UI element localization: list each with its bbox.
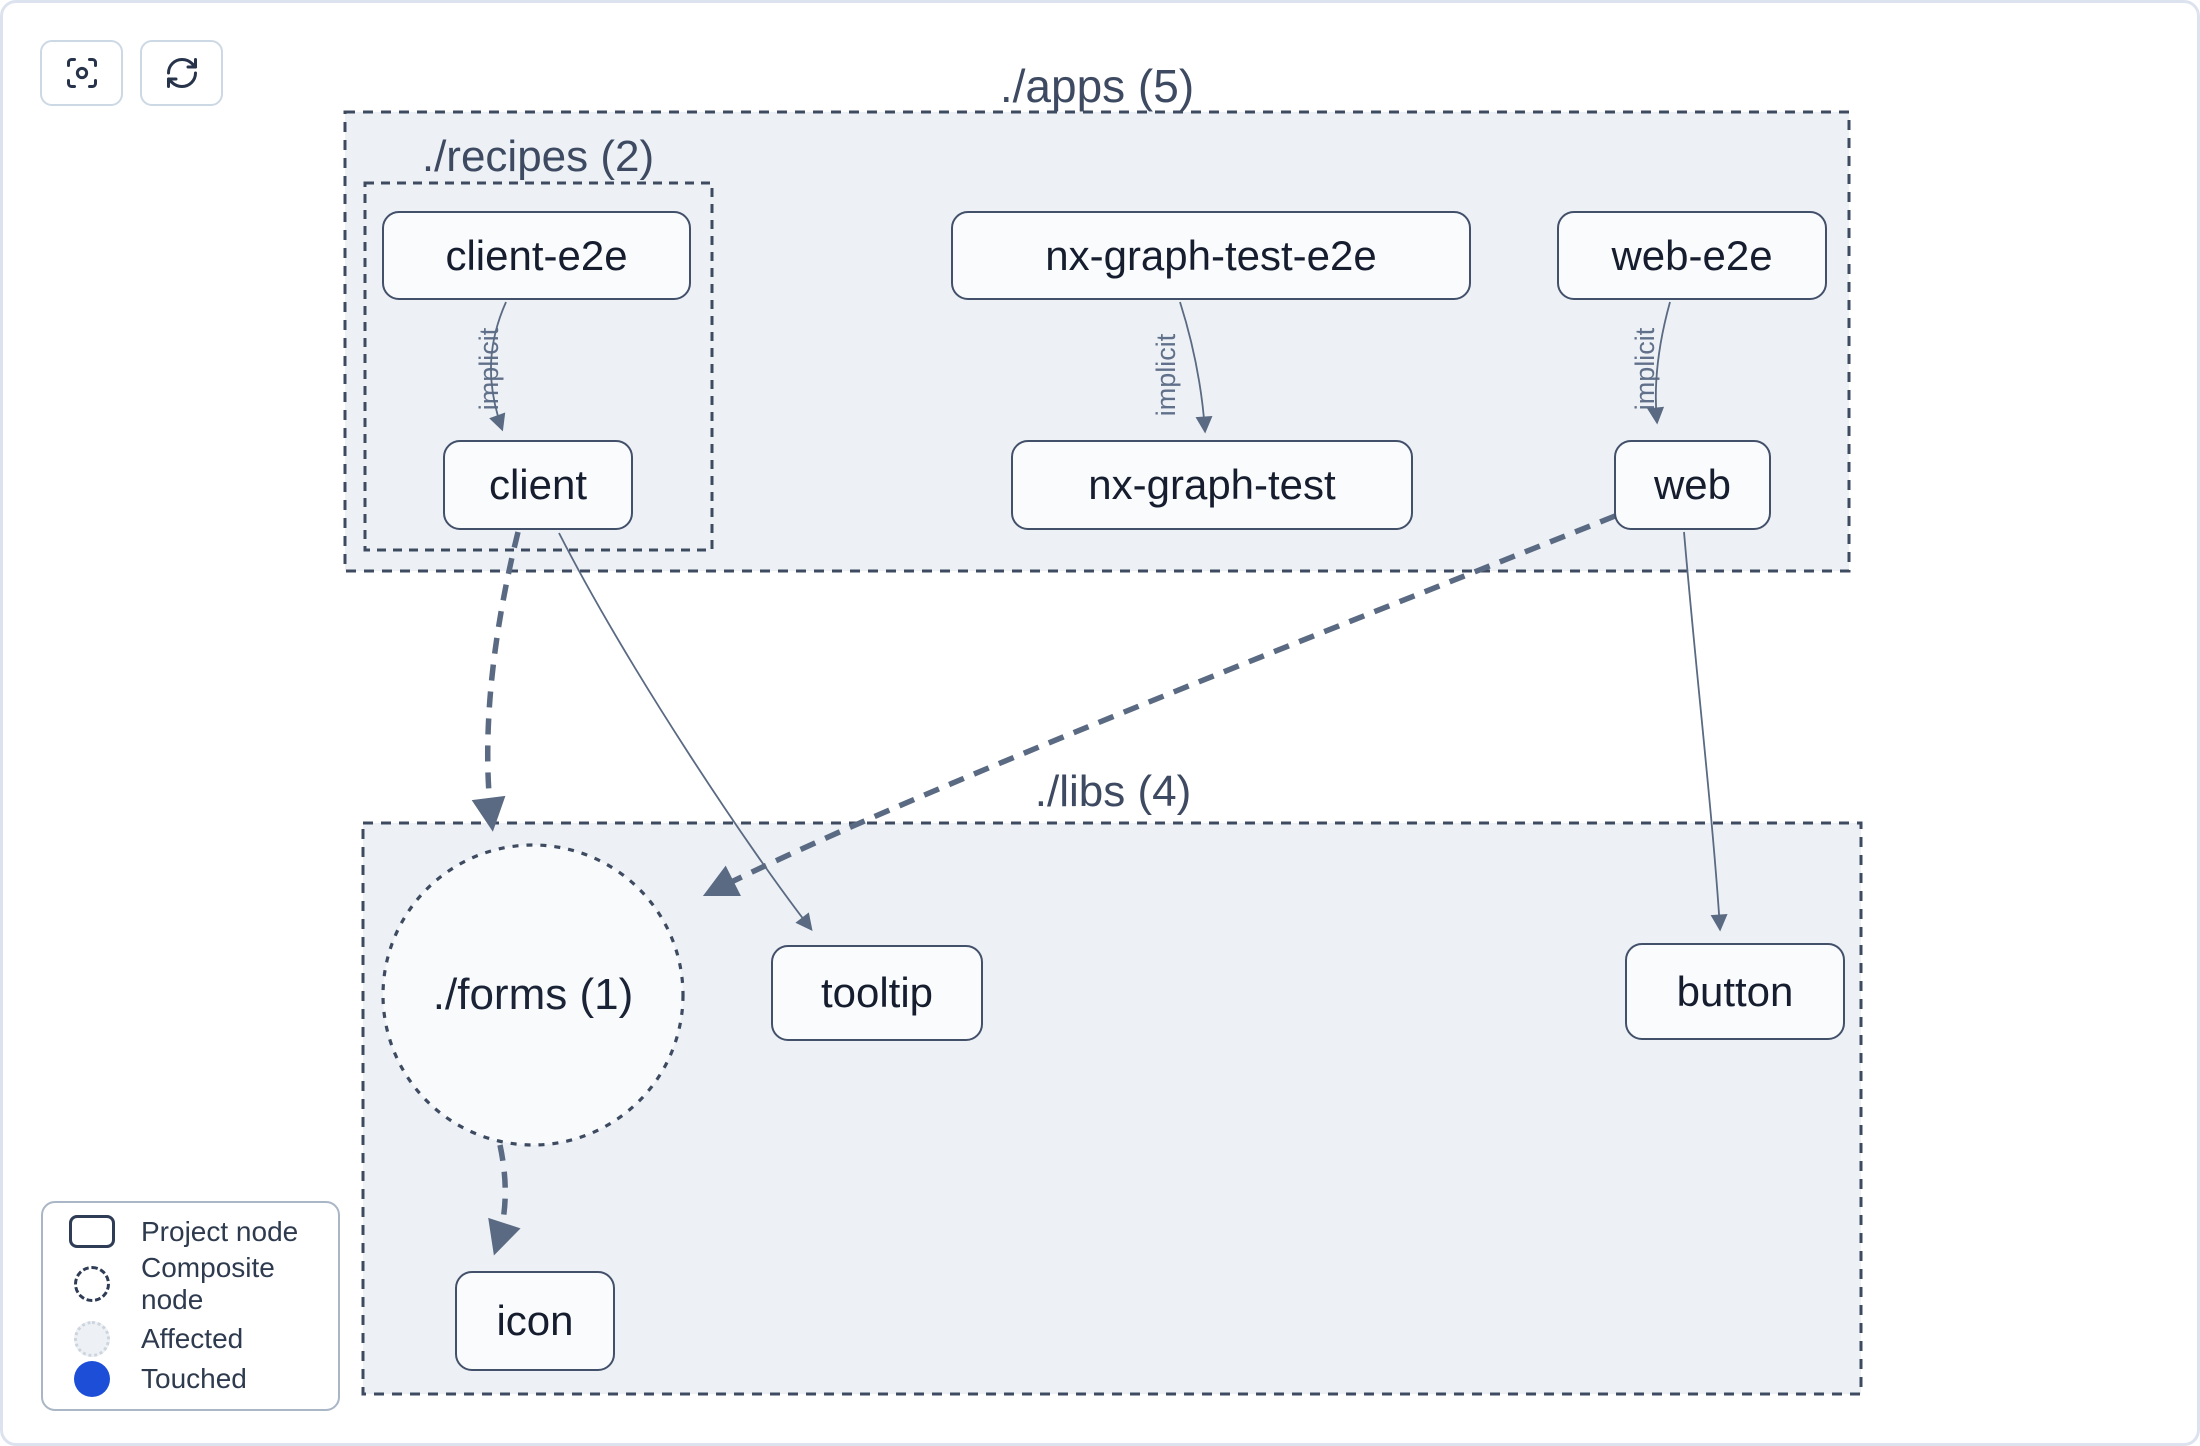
edge-web-e2e-to-web[interactable] (1647, 301, 1671, 425)
graph-toolbar (40, 40, 223, 106)
project-node-tooltip[interactable]: tooltip (771, 945, 983, 1041)
composite-node-forms[interactable] (381, 843, 685, 1147)
legend-label: Composite node (141, 1252, 275, 1316)
legend-item-affected: Affected (43, 1320, 338, 1357)
legend-item-project-node: Project node (43, 1215, 338, 1249)
group-label-recipes[interactable]: ./recipes (2) (421, 132, 655, 181)
legend-item-touched: Touched (43, 1360, 338, 1397)
group-label-apps[interactable]: ./apps (5) (999, 60, 1195, 112)
project-node-swatch (69, 1215, 115, 1249)
edge-forms-to-icon[interactable] (488, 1144, 521, 1256)
node-label: icon (496, 1297, 574, 1344)
node-label: button (1676, 967, 1794, 1015)
node-label: client (488, 461, 588, 508)
edge-client-to-forms[interactable] (471, 531, 521, 832)
affected-swatch (74, 1320, 110, 1357)
legend: Project node Composite node Affected Tou… (41, 1201, 340, 1411)
project-node-client[interactable]: client (443, 440, 633, 530)
legend-label: Affected (141, 1322, 244, 1354)
project-node-web[interactable]: web (1614, 440, 1771, 530)
edge-nx-graph-test-e2e-to-nx-graph-test[interactable] (1179, 301, 1213, 434)
legend-label: Touched (141, 1362, 247, 1394)
edge-client-to-tooltip[interactable] (558, 532, 813, 932)
edge-web-to-button[interactable] (1683, 531, 1728, 932)
refresh-icon (166, 58, 197, 88)
group-label-forms[interactable]: ./forms (1) (432, 970, 634, 1019)
project-node-web-e2e[interactable]: web-e2e (1557, 211, 1827, 300)
node-label: web (1653, 461, 1732, 508)
project-node-icon[interactable]: icon (455, 1271, 615, 1371)
project-node-nx-graph-test[interactable]: nx-graph-test (1011, 440, 1413, 530)
edge-label-implicit-nx-graph-test: implicit (1151, 333, 1181, 416)
project-node-client-e2e[interactable]: client-e2e (382, 211, 691, 300)
touched-swatch (74, 1360, 110, 1397)
group-label-libs[interactable]: ./libs (4) (1034, 767, 1192, 816)
node-label: web-e2e (1611, 231, 1773, 279)
group-recipes[interactable] (363, 181, 714, 552)
edge-label-implicit-client: implicit (474, 327, 504, 410)
focus-icon (66, 58, 97, 88)
focus-button[interactable] (40, 40, 123, 106)
project-node-button[interactable]: button (1625, 943, 1845, 1040)
legend-label: Project node (141, 1215, 299, 1247)
legend-item-composite-node: Composite node (43, 1252, 338, 1316)
edge-web-to-forms[interactable] (702, 513, 1617, 897)
node-label: nx-graph-test-e2e (1045, 231, 1377, 279)
refresh-button[interactable] (140, 40, 223, 106)
project-node-nx-graph-test-e2e[interactable]: nx-graph-test-e2e (951, 211, 1471, 300)
node-label: nx-graph-test (1088, 461, 1336, 508)
node-label: client-e2e (445, 231, 628, 279)
edge-client-e2e-to-client[interactable] (489, 301, 507, 432)
node-label: tooltip (820, 969, 934, 1016)
composite-node-swatch (74, 1266, 110, 1303)
